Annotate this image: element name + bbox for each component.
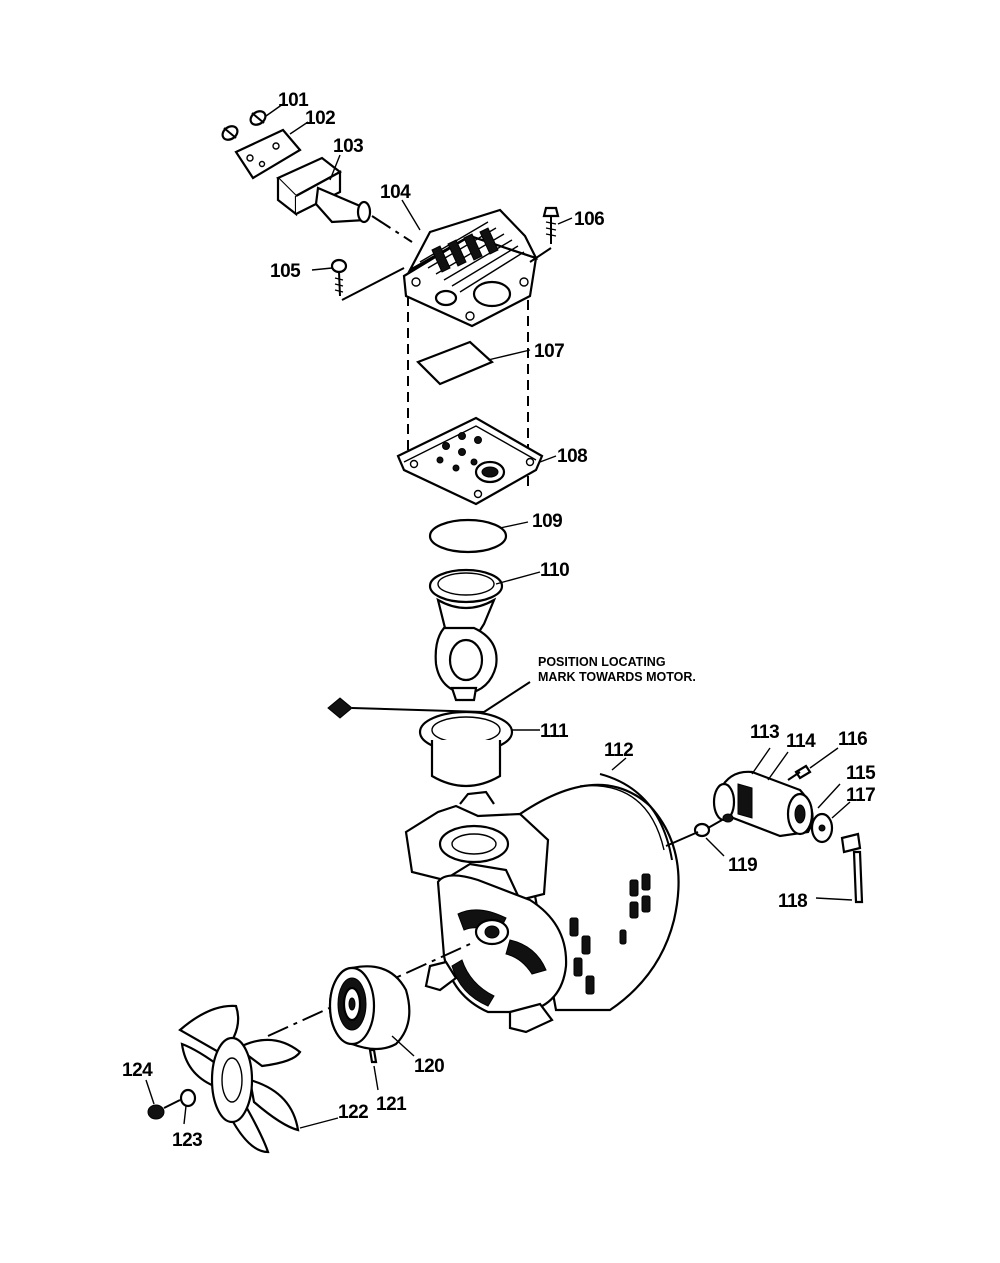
label-107: 107 bbox=[534, 341, 564, 362]
connecting-rod-110 bbox=[428, 568, 541, 702]
label-108: 108 bbox=[557, 446, 587, 467]
valve-103 bbox=[276, 154, 372, 224]
label-102: 102 bbox=[305, 108, 335, 129]
label-110: 110 bbox=[540, 560, 569, 581]
label-112: 112 bbox=[604, 740, 633, 761]
o-ring-109 bbox=[428, 518, 529, 554]
fan-122 bbox=[178, 1004, 339, 1154]
label-124: 124 bbox=[122, 1060, 153, 1081]
motor-112 bbox=[404, 757, 680, 1034]
locating-mark-note: POSITION LOCATING MARK TOWARDS MOTOR. bbox=[327, 655, 696, 719]
screw-106 bbox=[529, 206, 573, 263]
nut-119 bbox=[665, 813, 734, 857]
cylinder-sleeve-111 bbox=[418, 710, 540, 787]
label-119: 119 bbox=[728, 855, 757, 876]
washer-117 bbox=[810, 783, 851, 844]
gasket-107 bbox=[416, 340, 531, 386]
assembly-line-103 bbox=[371, 215, 413, 243]
key-121 bbox=[368, 1048, 379, 1091]
washer-123 bbox=[179, 1088, 197, 1125]
label-113: 113 bbox=[750, 722, 779, 743]
capacitor-113 bbox=[712, 747, 814, 838]
label-116: 116 bbox=[838, 729, 867, 750]
pulley-120 bbox=[328, 965, 415, 1057]
switch-118 bbox=[815, 832, 864, 904]
label-121: 121 bbox=[376, 1094, 407, 1115]
screw-105 bbox=[311, 258, 405, 301]
label-114: 114 bbox=[786, 731, 816, 752]
label-122: 122 bbox=[338, 1102, 368, 1123]
label-111: 111 bbox=[540, 721, 569, 742]
note-line-2: MARK TOWARDS MOTOR. bbox=[538, 670, 696, 684]
screws-101 bbox=[221, 103, 284, 141]
label-103: 103 bbox=[333, 136, 363, 157]
label-120: 120 bbox=[414, 1056, 444, 1077]
note-line-1: POSITION LOCATING bbox=[538, 655, 666, 669]
label-105: 105 bbox=[270, 261, 301, 282]
label-115: 115 bbox=[846, 763, 876, 784]
label-109: 109 bbox=[532, 511, 562, 532]
label-117: 117 bbox=[846, 785, 875, 806]
plate-102 bbox=[234, 121, 309, 180]
label-104: 104 bbox=[380, 182, 411, 203]
cylinder-head-104 bbox=[401, 199, 539, 328]
label-123: 123 bbox=[172, 1130, 202, 1151]
label-118: 118 bbox=[778, 891, 807, 912]
label-101: 101 bbox=[278, 90, 309, 111]
nut-124 bbox=[145, 1079, 181, 1120]
valve-plate-108 bbox=[396, 416, 557, 506]
label-106: 106 bbox=[574, 209, 604, 230]
screw-116 bbox=[787, 747, 839, 781]
